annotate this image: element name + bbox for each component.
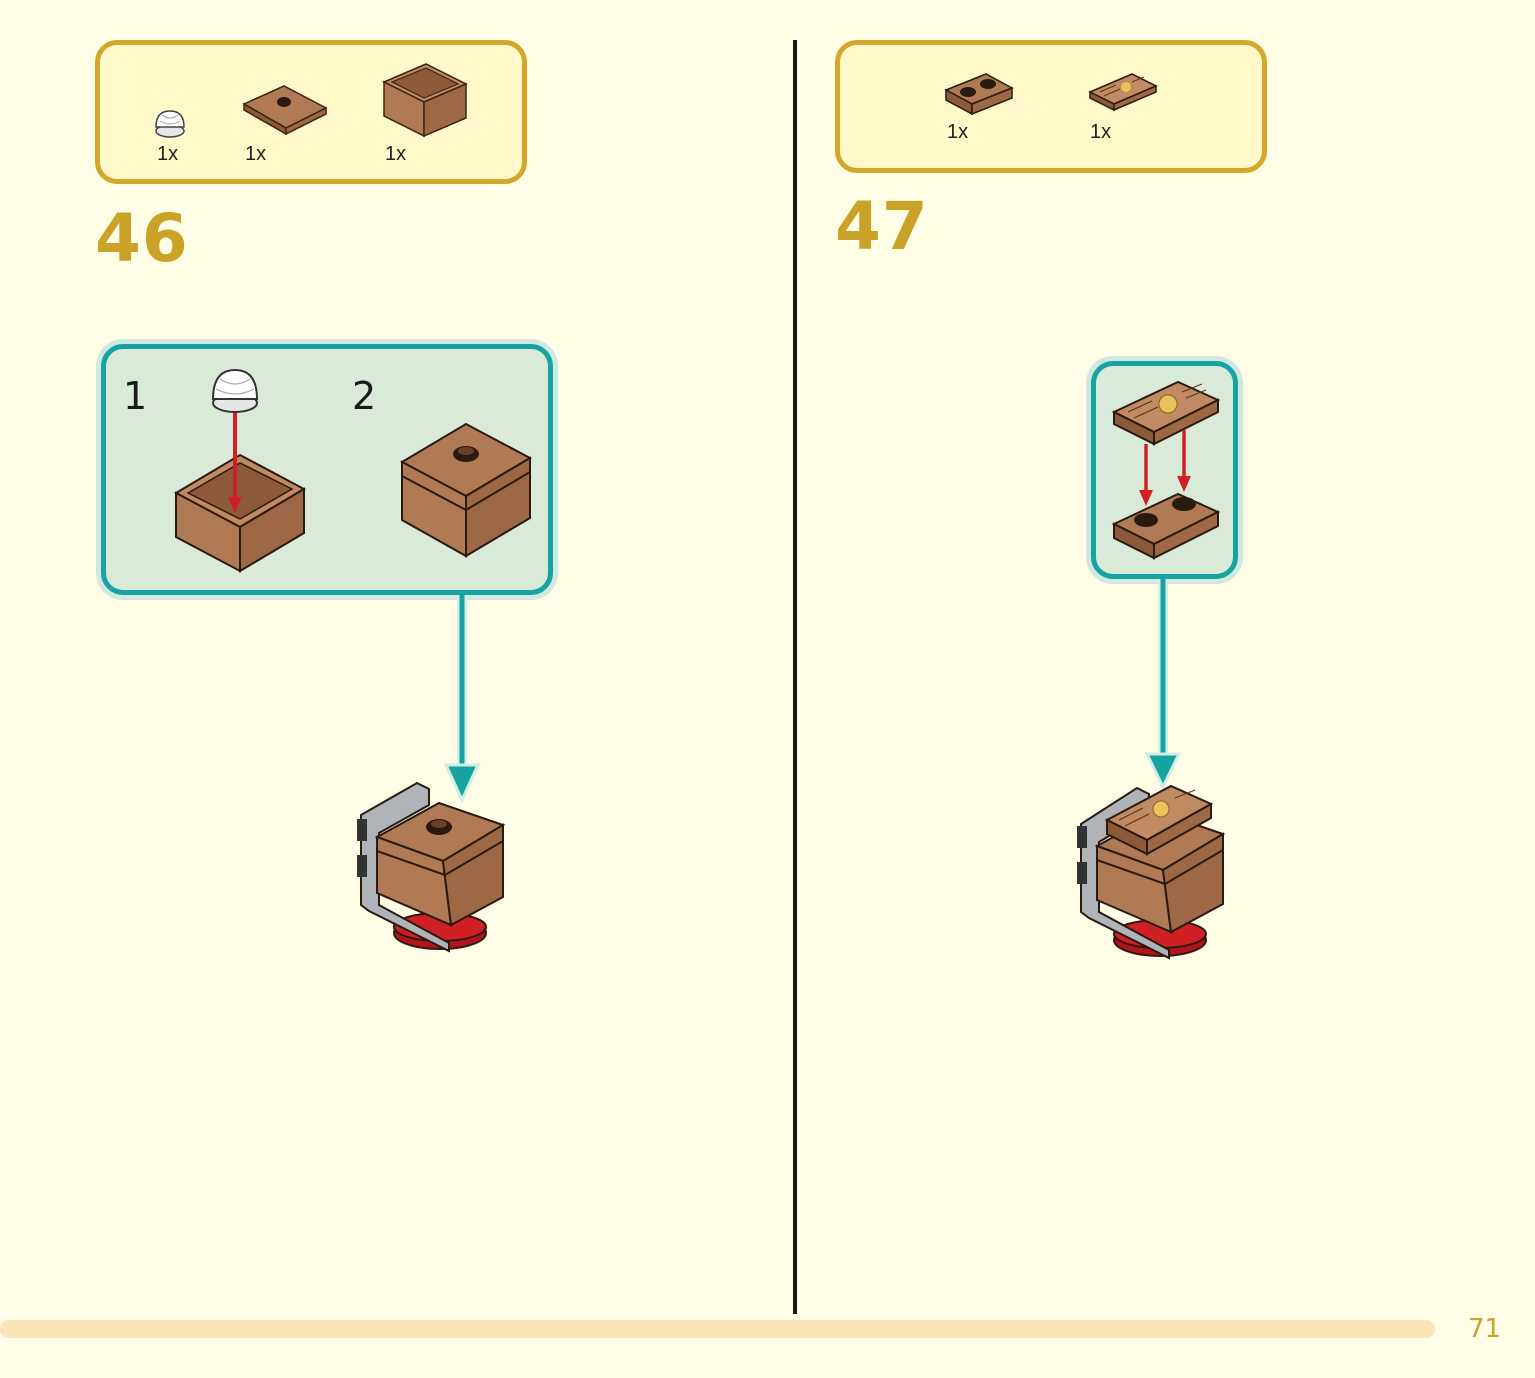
substep-1-illustration — [173, 368, 307, 573]
part-qty: 1x — [1090, 121, 1112, 143]
assembly-arrow-step-47 — [1144, 579, 1182, 791]
step-number-46: 46 — [95, 200, 189, 277]
model-step-46 — [357, 781, 506, 953]
page-progress-bar — [0, 1320, 1435, 1338]
model-step-47 — [1077, 784, 1226, 960]
part-qty: 1x — [385, 143, 407, 165]
brown-1x2-plate-icon — [944, 73, 1014, 116]
substep-2-illustration — [399, 422, 533, 558]
step-number-47: 47 — [835, 188, 929, 265]
subassembly-illustration-step-47 — [1111, 380, 1221, 560]
part-qty: 1x — [245, 143, 267, 165]
part-qty: 1x — [947, 121, 969, 143]
substep-number-1: 1 — [123, 374, 148, 418]
page-number: 71 — [1468, 1314, 1502, 1344]
brown-printed-tile-icon — [1088, 73, 1158, 112]
brown-tile-with-center-stud-icon — [242, 85, 328, 136]
part-qty: 1x — [157, 143, 179, 165]
brown-box-brick-icon — [382, 63, 468, 138]
page-divider — [793, 40, 797, 1314]
white-round-dome-icon — [155, 110, 185, 138]
substep-number-2: 2 — [352, 374, 377, 418]
parts-callout-step-47 — [835, 40, 1267, 173]
assembly-arrow-step-46 — [443, 595, 481, 804]
